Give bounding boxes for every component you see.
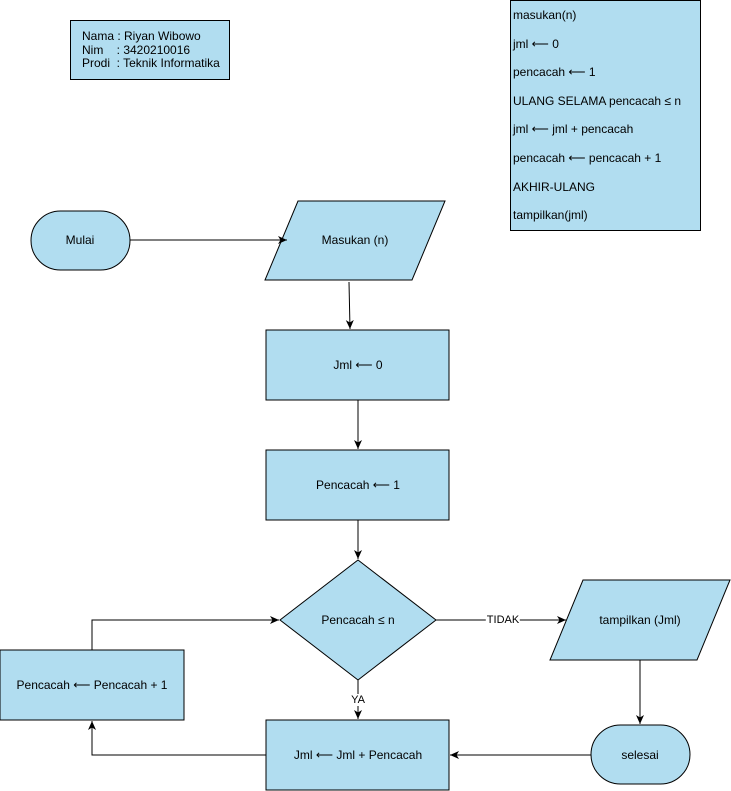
pseudocode-line: AKHIR-ULANG <box>513 179 596 194</box>
info-nama: Nama : Riyan Wibowo <box>82 29 201 43</box>
accumulate-process[interactable] <box>265 719 450 791</box>
info-prodi: Prodi : Teknik Informatika <box>82 56 220 70</box>
start-label: Mulai <box>65 233 95 247</box>
init-jml-process[interactable] <box>265 329 450 401</box>
init-jml-label: Jml ⟵ 0 <box>333 358 383 372</box>
true-branch-label: YA <box>350 694 366 706</box>
init-pencacah-label: Pencacah ⟵ 1 <box>316 478 400 492</box>
increment-label: Pencacah ⟵ Pencacah + 1 <box>16 678 168 692</box>
pseudocode-box: masukan(n) jml ⟵ 0 pencacah ⟵ 1 ULANG SE… <box>510 0 701 231</box>
pseudocode-line: pencacah ⟵ pencacah + 1 <box>513 150 662 165</box>
pseudocode-line: jml ⟵ jml + pencacah <box>513 122 634 137</box>
info-nim: Nim : 3420210016 <box>82 42 191 57</box>
output-parallelogram[interactable] <box>549 579 731 661</box>
false-branch-label: TIDAK <box>485 614 521 626</box>
edge-input-to-jml <box>345 281 354 330</box>
input-parallelogram[interactable] <box>264 200 446 281</box>
accumulate-label: Jml ⟵ Jml + Pencacah <box>293 748 423 762</box>
pseudocode-line: ULANG SELAMA pencacah ≤ n <box>513 93 682 108</box>
pseudocode-line: pencacah ⟵ 1 <box>513 65 596 80</box>
end-label: selesai <box>621 748 659 762</box>
pseudocode-line: jml ⟵ 0 <box>513 36 559 51</box>
student-info-box: Nama : Riyan Wibowo Nim : 3420210016 Pro… <box>70 20 230 80</box>
edge-accumulate-to-increment <box>88 721 266 756</box>
init-pencacah-process[interactable] <box>265 449 450 521</box>
output-label: tampilkan (Jml) <box>599 613 681 627</box>
pseudocode-line: masukan(n) <box>513 8 577 22</box>
edge-increment-to-condition <box>91 616 279 650</box>
condition-label: Pencacah ≤ n <box>321 613 395 627</box>
pseudocode-line: tampilkan(jml) <box>513 208 588 223</box>
input-label: Masukan (n) <box>321 233 389 247</box>
